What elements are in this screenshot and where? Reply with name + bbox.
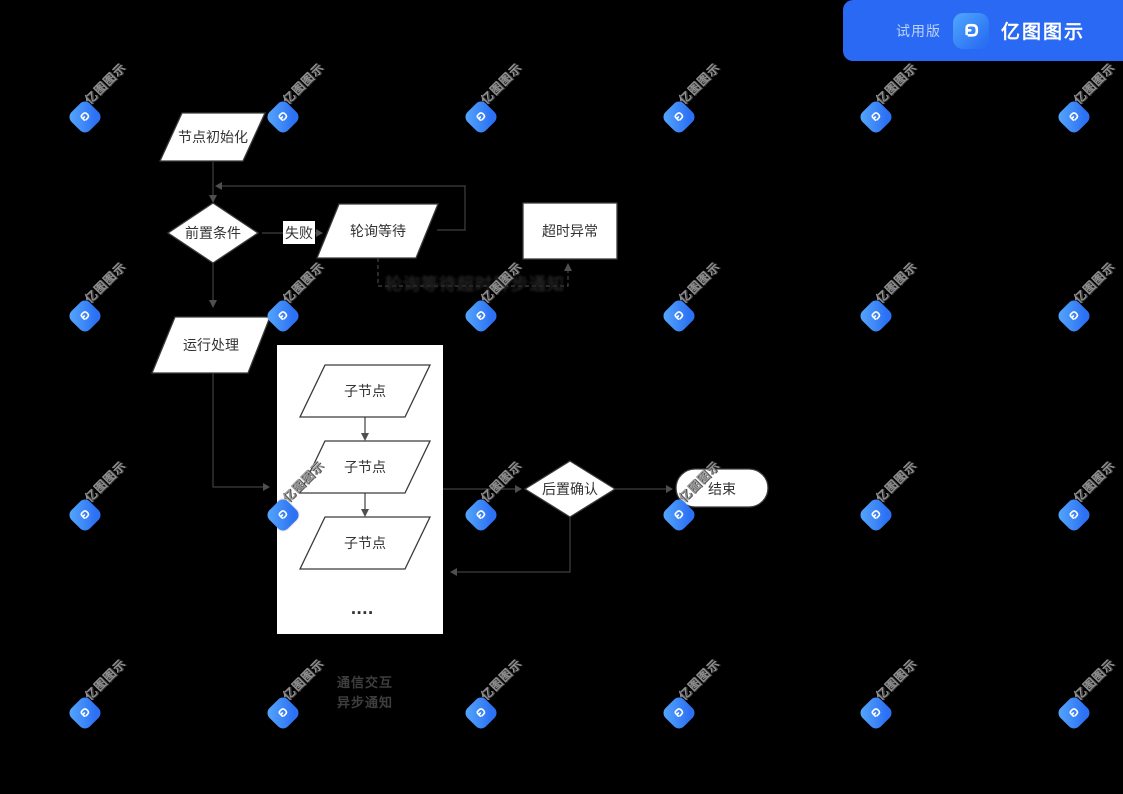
edge-init-to-precondition [209,162,217,203]
node-subnode-3-label: 子节点 [344,536,386,552]
edge-confirm-return-to-container [450,517,571,576]
edge-run-to-container [212,373,270,491]
edge-confirm-to-end [615,485,673,493]
node-post-confirm-label: 后置确认 [542,482,598,498]
node-precondition[interactable]: 前置条件 [166,202,260,264]
node-subnode-1[interactable]: 子节点 [298,364,432,418]
node-end-label: 结束 [708,482,736,498]
node-init-label: 节点初始化 [178,129,248,146]
subnode-ellipsis: .... [351,600,374,618]
edge-subnode1-to-subnode2 [361,417,369,441]
edge-polling-to-timeout-dashed [377,258,572,287]
node-timeout-exception[interactable]: 超时异常 [522,202,618,260]
edge-label-fail[interactable]: 失败 [283,221,315,244]
legend-line-2: 异步通知 [337,695,393,711]
async-note-label: 轮询等待超时异步通知 [385,274,565,295]
node-polling-wait-label: 轮询等待 [350,223,406,240]
edge-loop-polling-to-precondition [215,182,466,231]
node-subnode-2[interactable]: 子节点 [298,440,432,494]
node-precondition-label: 前置条件 [185,225,241,242]
node-init[interactable]: 节点初始化 [158,112,267,162]
node-post-confirm[interactable]: 后置确认 [523,460,617,518]
edge-precondition-fail-to-polling [262,229,323,237]
fail-label: 失败 [285,226,313,242]
node-run-process-label: 运行处理 [183,338,239,354]
node-run-process[interactable]: 运行处理 [151,316,271,374]
node-subnode-3[interactable]: 子节点 [298,516,432,570]
edge-container-to-confirm [443,485,522,493]
trial-label: 试用版 [895,23,941,40]
brand-name: 亿图图示 [1000,21,1085,43]
edge-subnode2-to-subnode3 [361,493,369,517]
node-timeout-exception-label: 超时异常 [542,224,598,240]
trial-badge[interactable]: 试用版 亿图图示 [843,0,1123,61]
node-end[interactable]: 结束 [675,468,769,508]
node-subnode-2-label: 子节点 [344,460,386,476]
edraw-logo-icon [952,12,989,49]
legend: 通信交互 异步通知 [337,675,393,711]
node-polling-wait[interactable]: 轮询等待 [316,203,439,259]
legend-line-1: 通信交互 [337,675,393,691]
edge-precondition-to-run [209,263,217,308]
node-subnode-1-label: 子节点 [344,384,386,400]
